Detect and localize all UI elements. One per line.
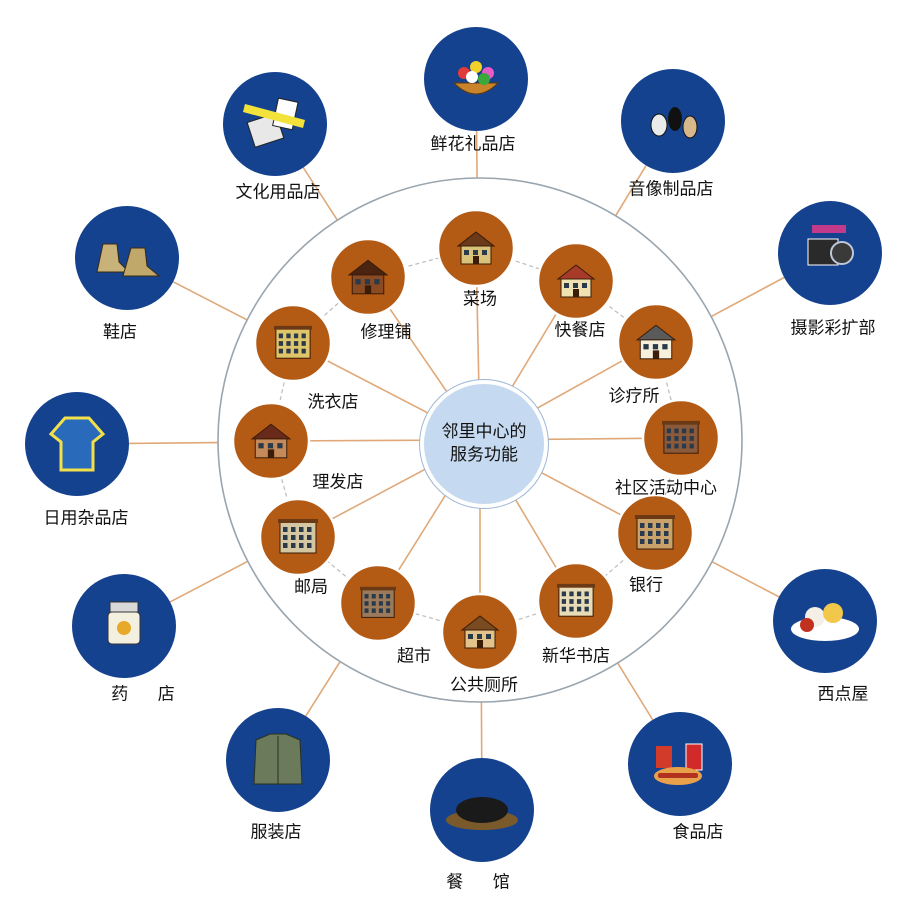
inner-nodes-label-cesuo: 公共厕所: [450, 675, 518, 696]
outer-ring: [217, 177, 743, 703]
stationery-icon: [243, 97, 305, 148]
inner-node-cesuo: [440, 592, 520, 672]
dessert-icon: [791, 603, 859, 641]
inner-nodes-label-youju: 邮局: [294, 577, 328, 598]
bank-icon: [635, 515, 675, 550]
fast-food-icon: [654, 743, 703, 785]
outer-nodes-label-fuzhuang: 服装店: [250, 822, 302, 843]
inner-nodes-label-xinhua: 新华书店: [542, 646, 610, 667]
inner-node-caichang: [436, 208, 516, 288]
supermarket-icon: [360, 586, 396, 618]
inner-nodes-label-chaoshi: 超市: [397, 646, 431, 667]
inner-node-yinhang: [615, 493, 695, 573]
outer-nodes-label-xianhua: 鲜花礼品店: [430, 134, 516, 155]
jacket-icon: [253, 733, 303, 785]
outer-connector-line: [711, 561, 780, 598]
outer-node-shipin: [628, 712, 732, 816]
inner-nodes-label-caichang: 菜场: [463, 289, 497, 310]
roast-dish-icon: [446, 797, 518, 830]
inner-node-xinhua: [536, 561, 616, 641]
center-title-line1: 邻里中心的: [441, 422, 527, 443]
outer-node-wenhua: [223, 72, 327, 176]
inner-nodes-label-xiuli: 修理铺: [360, 322, 412, 343]
center-title-line2: 服务功能: [450, 445, 518, 465]
outer-nodes-label-riyong: 日用杂品店: [43, 508, 129, 529]
outer-connector-line: [128, 441, 219, 445]
outer-node-xiedian: [75, 206, 179, 310]
outer-service-nodes: [25, 27, 882, 862]
laundry-icon: [274, 325, 312, 359]
outer-nodes-label-shipin: 食品店: [672, 822, 724, 843]
music-icon: [650, 107, 698, 139]
outer-connector-line: [710, 276, 785, 318]
repair-shop-icon: [347, 259, 389, 295]
outer-nodes-label-yaodian: 药 店: [111, 684, 187, 705]
inner-nodes-label-yinhang: 银行: [629, 575, 663, 596]
barber-icon: [250, 423, 292, 459]
outer-node-yinxiang: [621, 69, 725, 173]
inner-nodes-label-zhenliao: 诊疗所: [608, 386, 660, 407]
post-office-icon: [278, 519, 318, 554]
outer-nodes-label-xiedian: 鞋店: [103, 322, 137, 343]
outer-nodes-label-yinxiang: 音像制品店: [628, 179, 714, 200]
inner-nodes-label-shequ: 社区活动中心: [615, 478, 717, 499]
camera-icon: [807, 225, 854, 266]
center-hub: 邻里中心的 服务功能: [420, 380, 548, 508]
inner-node-shequ: [641, 398, 721, 478]
outer-connector-line: [302, 167, 339, 221]
inner-node-kuaican: [536, 241, 616, 321]
inner-nodes-label-xiyi: 洗衣店: [307, 392, 359, 413]
inner-nodes-label-kuaican: 快餐店: [554, 320, 606, 341]
community-center-icon: [662, 420, 700, 454]
outer-nodes-label-canguan: 餐 馆: [446, 872, 522, 893]
boots-icon: [96, 243, 161, 277]
inner-node-xiuli: [328, 237, 408, 317]
inner-service-nodes: [231, 208, 721, 672]
inner-node-chaoshi: [338, 563, 418, 643]
public-toilet-icon: [460, 615, 500, 649]
outer-nodes-label-wenhua: 文化用品店: [235, 182, 321, 203]
outer-nodes-label-xidian: 西点屋: [817, 684, 869, 705]
inner-node-youju: [258, 497, 338, 577]
medicine-bottle-icon: [107, 601, 141, 645]
shirt-icon: [48, 416, 106, 472]
outer-connector-line: [172, 281, 248, 321]
outer-connector-line: [616, 662, 654, 721]
house-icon: [456, 231, 496, 265]
outer-node-sheying: [778, 201, 882, 305]
inner-node-zhenliao: [616, 302, 696, 382]
bookstore-icon: [557, 583, 595, 617]
outer-node-xianhua: [424, 27, 528, 131]
outer-node-canguan: [430, 758, 534, 862]
outer-connector-line: [305, 661, 341, 717]
clinic-icon: [635, 324, 677, 360]
outer-connector-line: [475, 130, 478, 179]
inner-nodes-label-lifa: 理发店: [312, 472, 364, 493]
outer-nodes-label-sheying: 摄影彩扩部: [790, 318, 876, 339]
outer-connector-line: [614, 165, 647, 217]
outer-connector-line: [169, 560, 249, 603]
outer-node-yaodian: [72, 574, 176, 678]
outer-node-fuzhuang: [226, 708, 330, 812]
flower-basket-icon: [452, 61, 500, 95]
inner-node-lifa: [231, 401, 311, 481]
outer-node-xidian: [773, 569, 877, 673]
outer-node-riyong: [25, 392, 129, 496]
restaurant-icon: [556, 264, 596, 298]
inner-node-xiyi: [253, 303, 333, 383]
